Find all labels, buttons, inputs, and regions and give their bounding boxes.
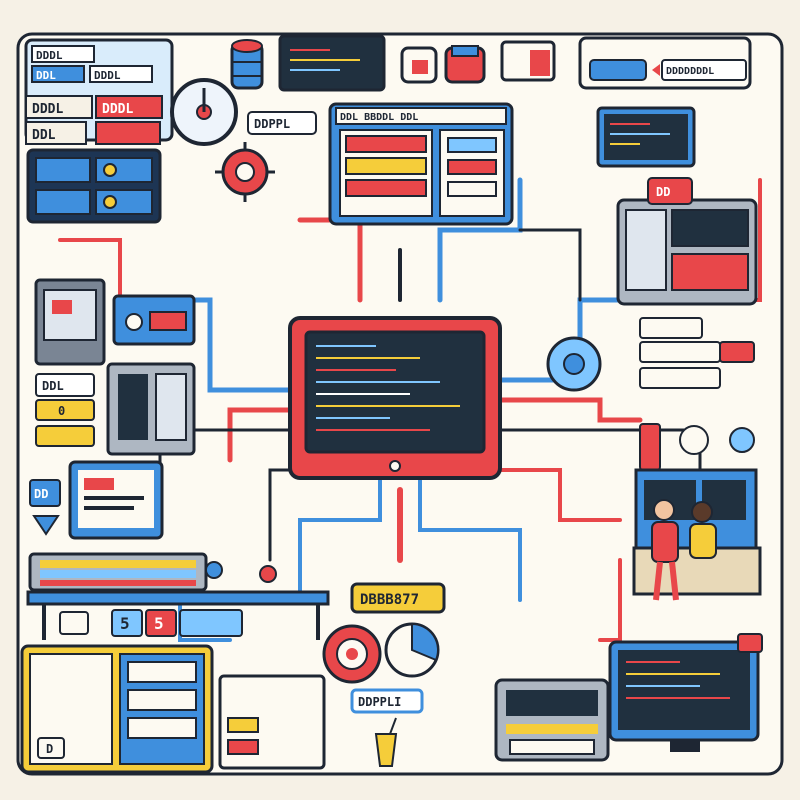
monitor-icon-bottom-right [608,633,763,752]
monitor-icon-right [596,106,696,168]
cup-icon [374,717,398,767]
svg-text:DDL: DDL [36,69,56,82]
svg-text:5: 5 [154,614,164,633]
svg-text:DDPPL: DDPPL [254,117,290,131]
svg-text:DDDDDDDL: DDDDDDDL [666,66,714,77]
left-label-stack: DDL 0 [35,373,95,447]
left-machine [34,278,196,456]
storage-drums [400,40,556,84]
keyboard-icon [40,560,196,586]
right-label-stack [639,317,755,471]
top-left-ddl-panel: DDDL DDL DDDL DDDL DDDL DDL [24,38,174,145]
sensor-dial [546,336,602,392]
server-rack: DD [616,177,758,306]
main-monitor [288,316,502,480]
central-top-window: DDL BBDDL DDL [328,102,514,226]
control-panel-left [26,148,162,224]
svg-text:DDDL: DDDL [36,49,63,62]
svg-text:DDDL: DDDL [94,69,121,82]
printer-icon [494,678,610,762]
bottom-document-sheet [218,674,326,770]
svg-text:0: 0 [58,404,65,418]
workers-at-desk [632,468,762,601]
svg-text:5: 5 [120,614,130,633]
svg-text:DDL: DDL [42,379,64,393]
pie-icon [384,622,440,678]
target-icon [322,624,382,684]
svg-text:DD: DD [34,487,48,501]
svg-text:DDL BBDDL DDL: DDL BBDDL DDL [340,112,418,123]
svg-text:DDL: DDL [32,128,56,143]
svg-text:DDDL: DDDL [32,102,63,117]
monitor-icon-top [278,34,386,92]
person-icon [689,501,717,559]
svg-text:DBBB877: DBBB877 [360,592,419,608]
side-monitor: DD [29,460,164,540]
person-icon [651,499,679,601]
gear-icon [215,142,275,202]
clock-icon [170,78,238,146]
center-badge: DBBB877 [350,582,446,614]
counter-display: 5 5 [59,609,243,637]
ddppl-tag: DDPPL [247,111,317,135]
svg-text:DDPPLI: DDPPLI [358,695,401,709]
database-icon [230,39,264,90]
bottom-left-document: D [20,644,214,774]
bottom-tag: DDPPLI [350,688,424,714]
svg-text:DDDL: DDDL [102,102,133,117]
svg-text:DD: DD [656,185,670,199]
top-right-panel: DDDDDDDL [578,36,752,90]
svg-text:D: D [46,742,53,756]
keyboard-desk [26,552,330,640]
